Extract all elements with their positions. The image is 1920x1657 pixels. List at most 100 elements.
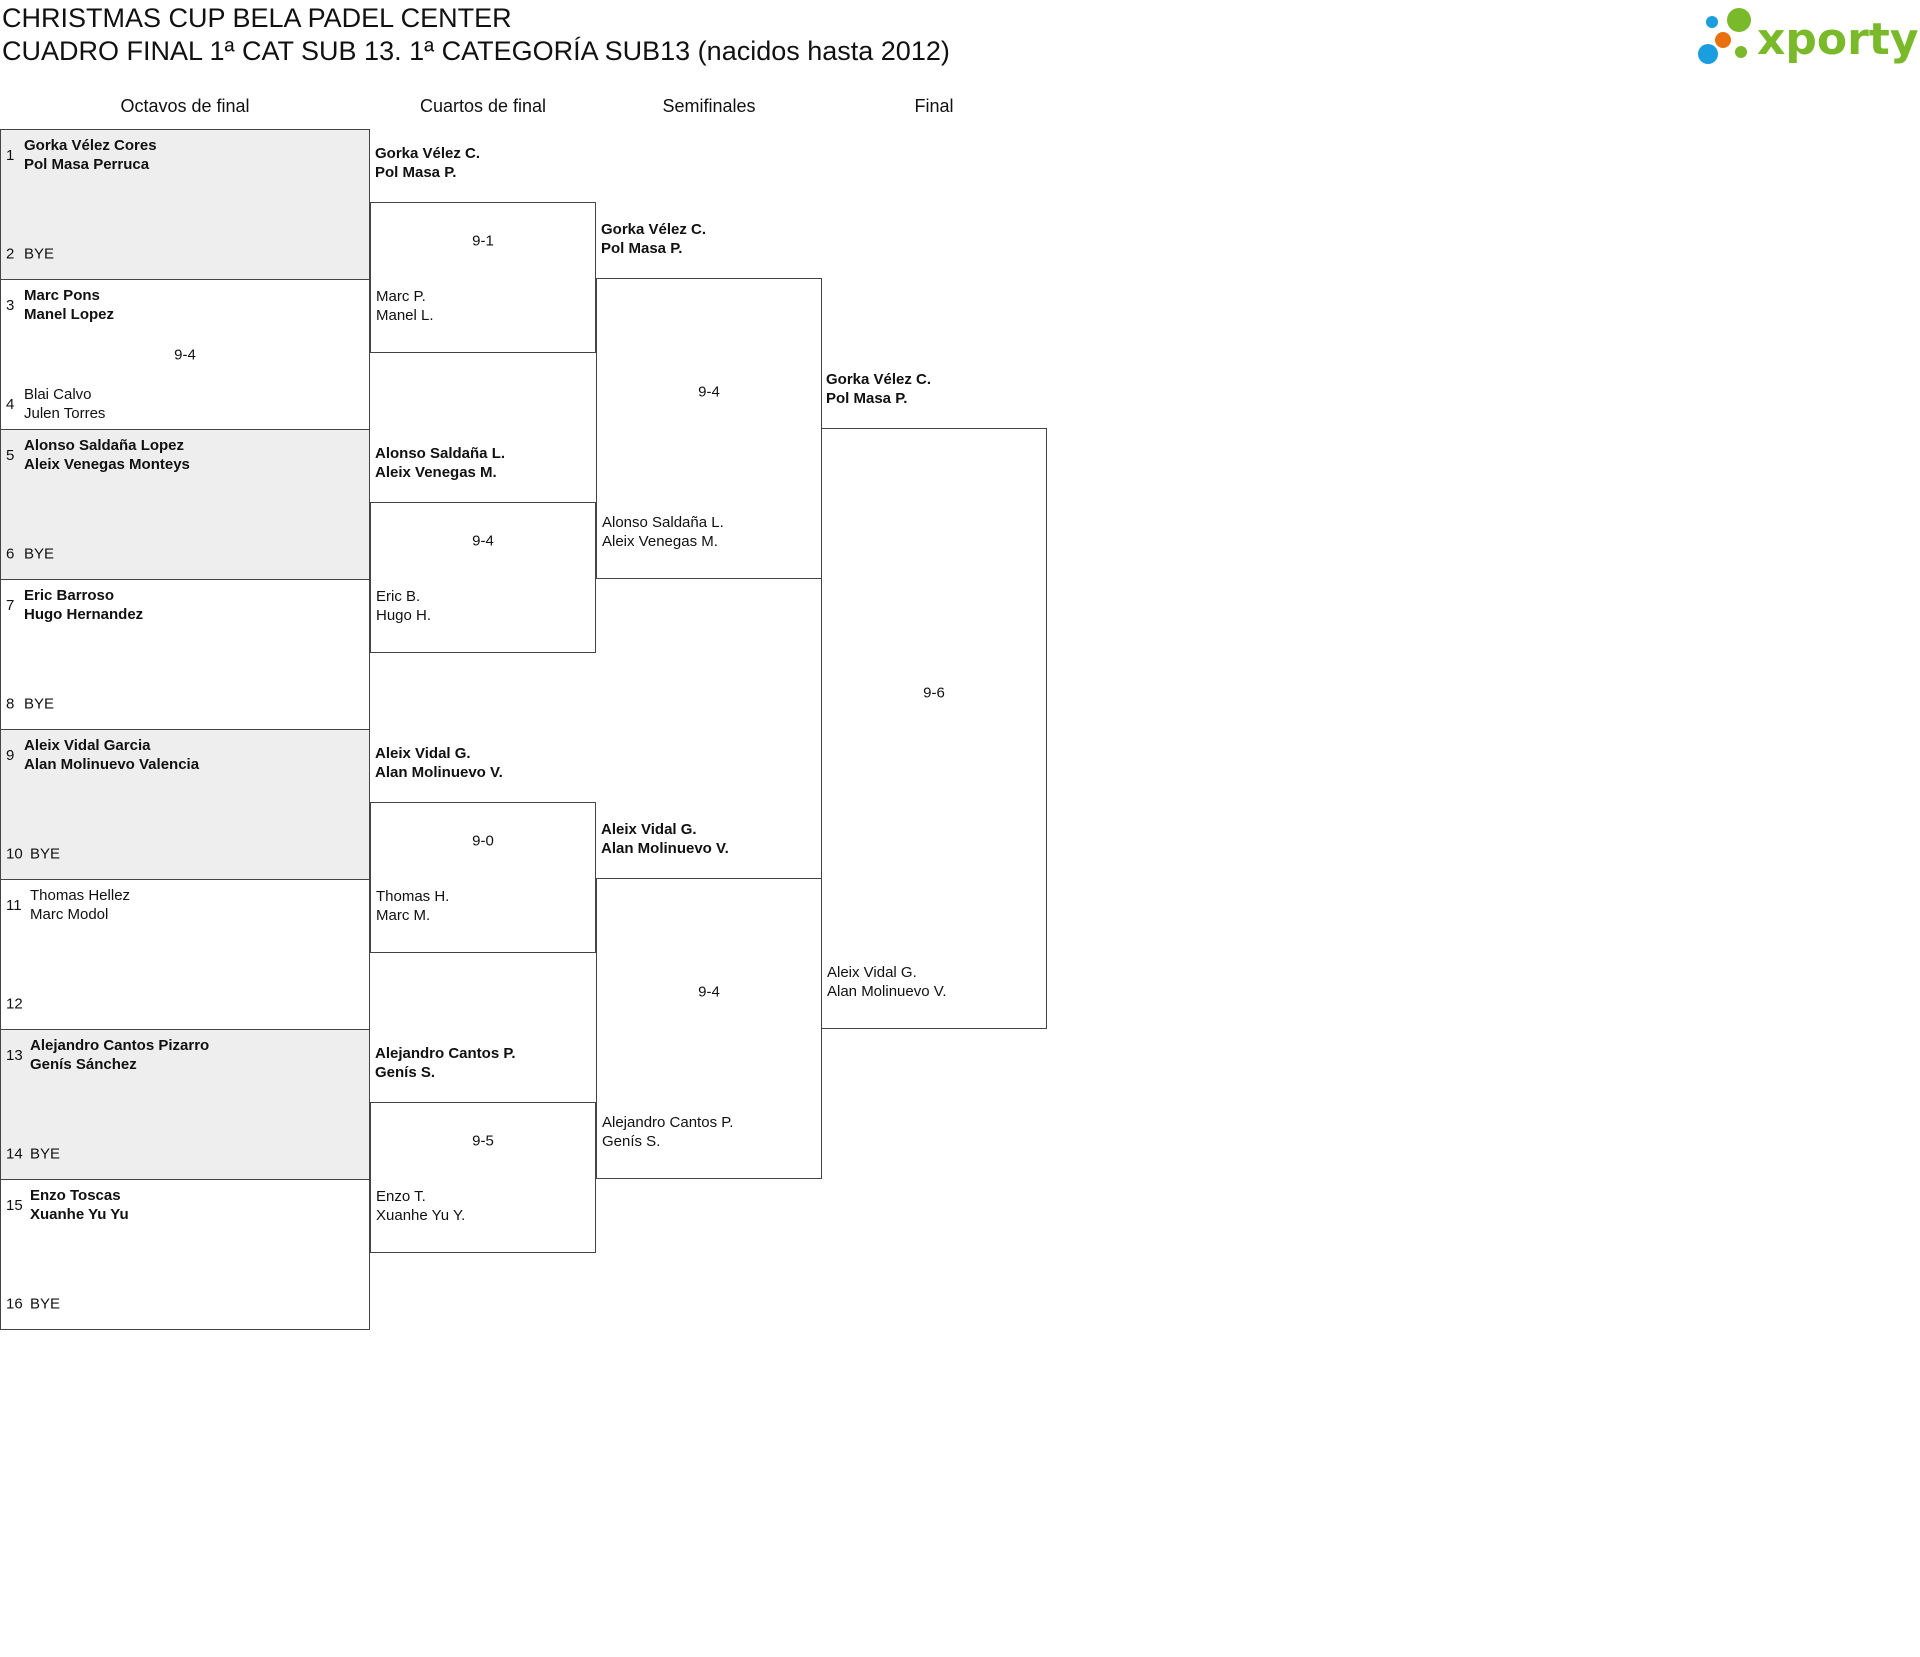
winner-names[interactable]: Aleix Vidal G.Alan Molinuevo V. — [601, 820, 729, 858]
seed-number: 13 — [6, 1046, 23, 1064]
player-name: Genís S. — [375, 1064, 436, 1081]
draw-subtitle: CUADRO FINAL 1ª CAT SUB 13. 1ª CATEGORÍA… — [2, 36, 950, 66]
player-name: Genís S. — [602, 1133, 661, 1150]
player-name: Gorka Vélez C. — [601, 221, 707, 238]
player-name: Manel L. — [376, 307, 434, 324]
player-name: Enzo T. — [376, 1188, 426, 1205]
match-score: 9-6 — [923, 684, 945, 702]
logo-dot-blue-small — [1706, 16, 1718, 28]
tournament-title: CHRISTMAS CUP BELA PADEL CENTER — [2, 3, 512, 33]
seed-number: 11 — [6, 896, 22, 914]
player-name: BYE — [24, 545, 55, 563]
loser-names[interactable]: Thomas H. Marc M. — [376, 887, 449, 925]
player-name: Alan Molinuevo V. — [601, 840, 729, 857]
round-header-2: Cuartos de final — [419, 96, 547, 116]
player-name: Alan Molinuevo V. — [375, 764, 503, 781]
player-name: Aleix Vidal G. — [375, 745, 471, 762]
round-header-1: Octavos de final — [120, 96, 250, 116]
seed-number: 16 — [6, 1295, 23, 1313]
player-name: Alejandro Cantos P. — [375, 1045, 516, 1062]
player-name: BYE — [30, 845, 61, 863]
loser-names[interactable]: Alonso Saldaña L.Aleix Venegas M. — [602, 513, 724, 551]
player-name: Aleix Vidal Garcia — [24, 737, 151, 754]
player-names: BYE — [30, 845, 60, 864]
round-header-4: Final — [914, 96, 954, 116]
round-header-3: Semifinales — [662, 96, 756, 116]
seed-number: 10 — [6, 845, 23, 863]
logo-dot-orange — [1715, 32, 1731, 48]
winner-names[interactable]: Gorka Vélez C.Pol Masa P. — [375, 144, 480, 182]
match-score: 9-4 — [472, 532, 494, 550]
winner-names[interactable]: Gorka Vélez C.Pol Masa P. — [601, 220, 706, 258]
player-name: Alejandro Cantos Pizarro — [30, 1037, 210, 1054]
seed-number: 12 — [6, 995, 23, 1013]
player-name: Aleix Venegas Monteys — [24, 456, 190, 473]
team-entry[interactable]: 12 — [6, 995, 30, 1014]
player-name: Blai Calvo — [24, 386, 92, 403]
match-score: 9-4 — [698, 383, 720, 401]
winner-names[interactable]: Gorka Vélez C.Pol Masa P. — [826, 370, 931, 408]
player-name: BYE — [30, 1145, 61, 1163]
loser-names[interactable]: Alejandro Cantos P. Genís S. — [602, 1113, 733, 1151]
player-name: Alonso Saldaña Lopez — [24, 437, 185, 454]
xporty-logo[interactable]: xporty — [1695, 4, 1919, 68]
player-name: Thomas H. — [376, 888, 450, 905]
loser-names[interactable]: Marc P. Manel L. — [376, 287, 434, 325]
player-name: Marc M. — [376, 907, 431, 924]
winner-names[interactable]: Alonso Saldaña L.Aleix Venegas M. — [375, 444, 505, 482]
player-name: Hugo Hernandez — [24, 606, 144, 623]
player-name: BYE — [30, 1295, 61, 1313]
loser-names[interactable]: Eric B.Hugo H. — [376, 587, 431, 625]
player-name: Thomas Hellez — [30, 887, 131, 904]
team-entry[interactable]: 10 BYE — [6, 845, 60, 864]
player-names: BYE — [24, 245, 54, 264]
loser-names[interactable]: Aleix Vidal G.Alan Molinuevo V. — [827, 963, 947, 1001]
player-name: Eric Barroso — [24, 587, 115, 604]
player-name: Alejandro Cantos P. — [602, 1114, 734, 1131]
loser-names[interactable]: Enzo T.Xuanhe Yu Y. — [376, 1187, 465, 1225]
player-name: Julen Torres — [24, 405, 106, 422]
player-name: Marc P. — [376, 288, 426, 305]
player-name: Marc Modol — [30, 906, 109, 923]
seed-number: 15 — [6, 1196, 23, 1214]
winner-names[interactable]: Aleix Vidal G. Alan Molinuevo V. — [375, 744, 503, 782]
team-entry[interactable]: 16 BYE — [6, 1295, 60, 1314]
seed-number: 1 — [6, 146, 15, 164]
player-name: Aleix Venegas M. — [602, 533, 718, 550]
winner-names[interactable]: Alejandro Cantos P. Genís S. — [375, 1044, 516, 1082]
